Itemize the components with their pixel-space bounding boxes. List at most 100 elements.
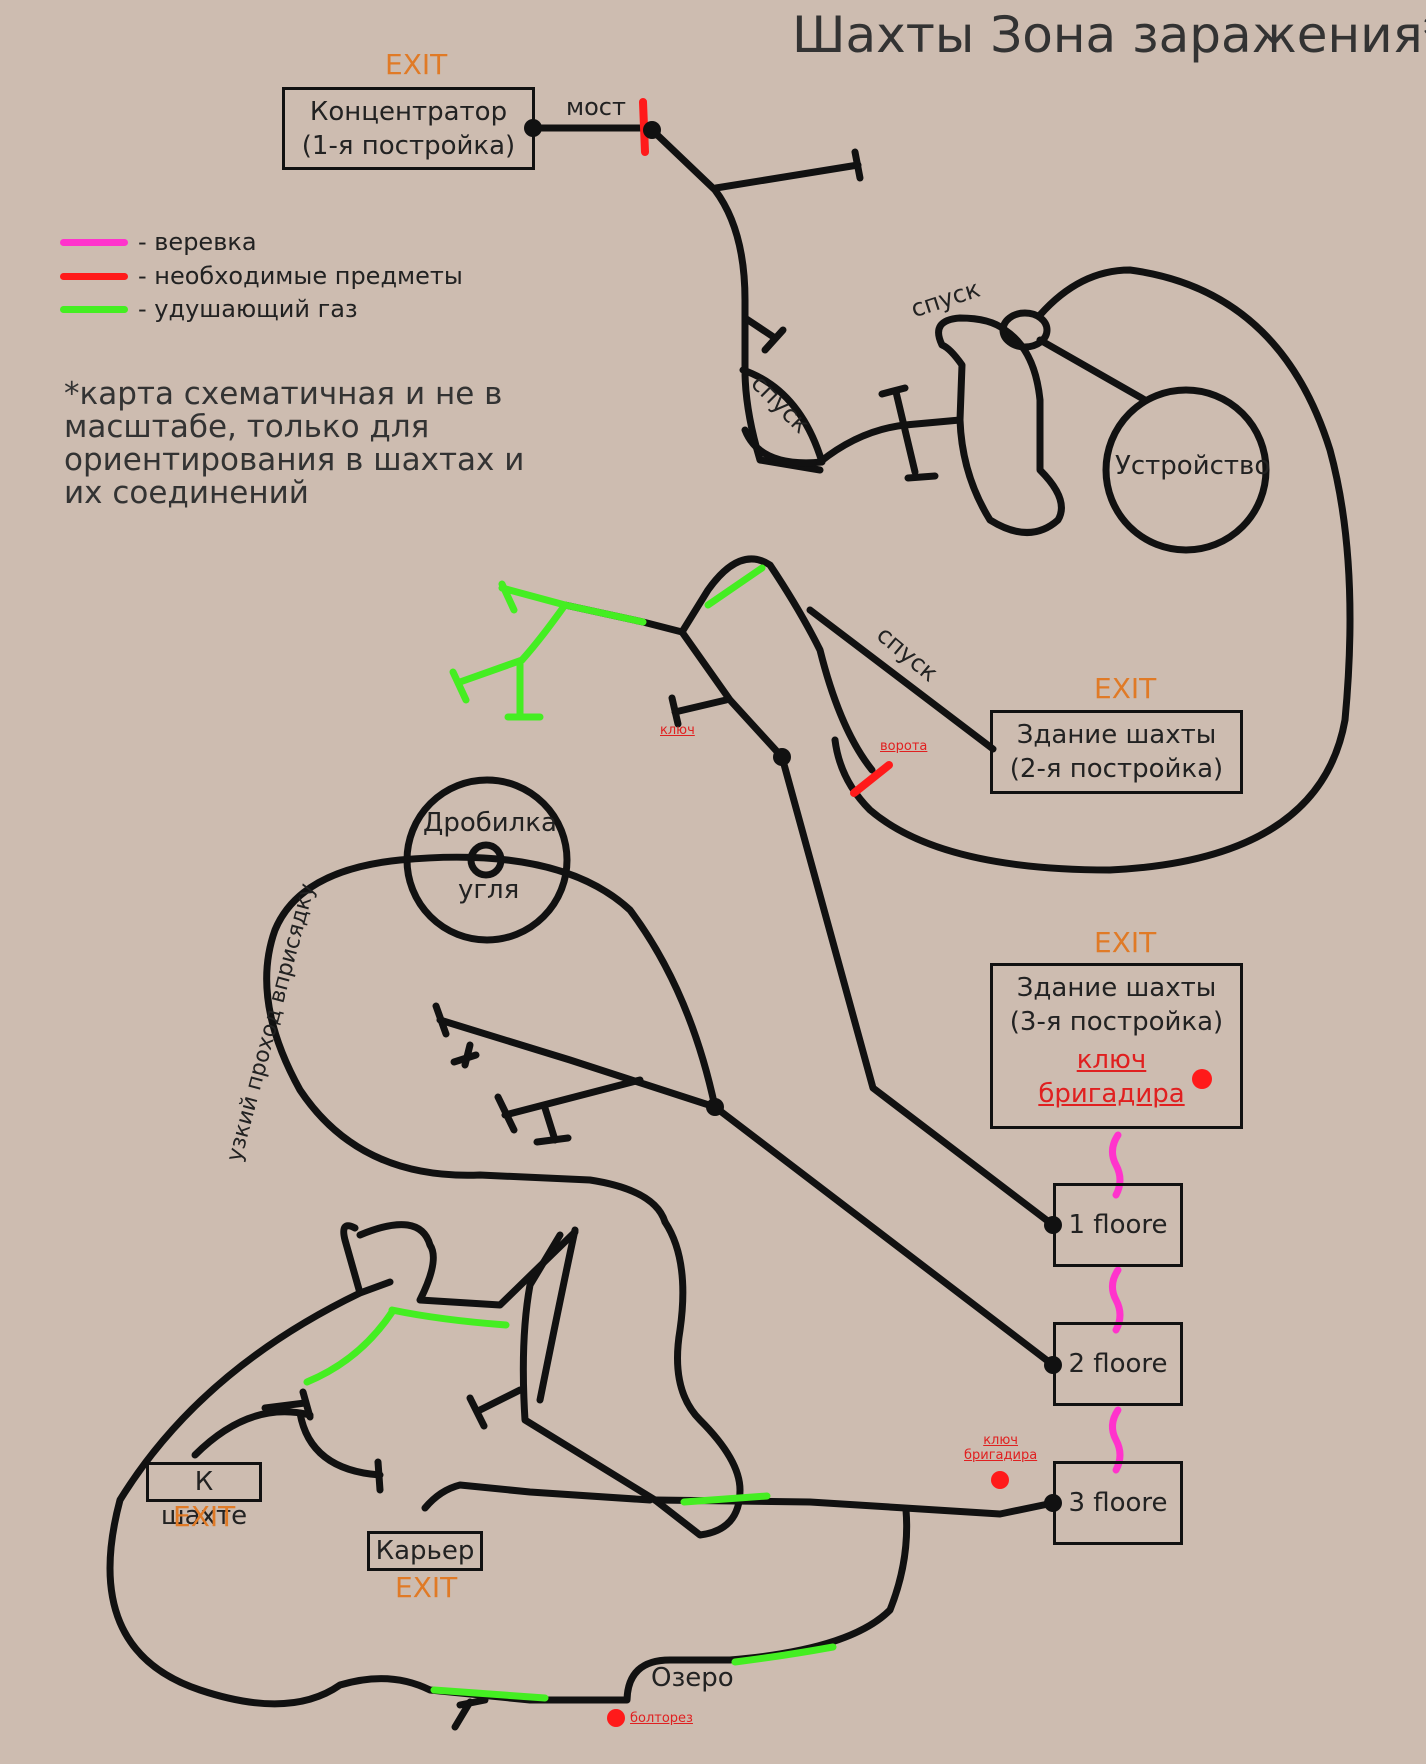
item-key: ключ — [660, 723, 695, 738]
building-3-name: Здание шахты — [1016, 973, 1217, 1003]
bolt-cutter-dot — [607, 1709, 625, 1727]
tunnel-coal-cap-2 — [494, 1093, 518, 1134]
foreman-key-small-1: ключ — [983, 1433, 1018, 1448]
tunnel-device-loop — [935, 314, 1065, 536]
location-floor-1[interactable]: 1 floore — [1053, 1183, 1183, 1267]
exit-label-to-mine: EXIT — [173, 1500, 236, 1533]
tunnel-coal-branch-2 — [501, 1076, 644, 1119]
building-2-sub: (2-я постройка) — [1009, 754, 1224, 784]
tunnel-deadend-2 — [741, 314, 779, 342]
legend-rope-label: - веревка — [138, 228, 257, 256]
tunnel-key-deadend — [671, 696, 730, 716]
tunnel-bottom-deadend-2 — [451, 1698, 474, 1731]
tunnel-to-floor2 — [711, 1103, 1057, 1369]
gate-blocker — [850, 761, 893, 797]
legend-rope: - веревка — [60, 228, 257, 256]
gas-segment — [731, 1643, 837, 1666]
tunnel-coal-sub-2c — [533, 1134, 572, 1146]
gas-segment — [430, 1686, 549, 1702]
tunnel-k-shakhte — [191, 1408, 314, 1459]
tunnel-lower-mid — [536, 1226, 579, 1404]
tunnel-coal-sub-2 — [541, 1104, 559, 1144]
device-junction — [999, 309, 1051, 351]
building-2-name: Здание шахты — [1016, 720, 1217, 750]
foreman-key-dot-small — [991, 1471, 1009, 1489]
tunnel-big-loop — [831, 266, 1354, 874]
note-line-2: масштабе, только для — [64, 409, 430, 445]
item-bolt-cutter: болторез — [630, 1711, 693, 1726]
location-concentrator[interactable]: Концентратор (1-я постройка) — [282, 87, 535, 170]
tunnel-to-device-circle — [1036, 336, 1149, 404]
tunnel-to-device — [816, 416, 964, 466]
tunnel-lower-deadend-cap — [466, 1394, 488, 1430]
tunnel-deadend-cap-1 — [851, 148, 864, 182]
concentrator-name: Концентратор — [309, 97, 508, 127]
tunnel-lower-mid2 — [519, 1231, 659, 1504]
note-line-3: ориентирования в шахтах и — [64, 442, 525, 478]
tunnel-cross-cap-b — [904, 472, 939, 482]
exit-label-quarry: EXIT — [395, 1571, 458, 1604]
device-circle — [1102, 386, 1270, 554]
exit-label-building-2: EXIT — [1094, 672, 1157, 705]
note-line-4: их соединений — [64, 475, 309, 511]
gas-segment — [388, 1306, 510, 1329]
legend-required-label: - необходимые предметы — [138, 262, 463, 290]
tunnel-coal-cap-1 — [432, 1002, 450, 1038]
tunnel-left-deadend-2 — [296, 1409, 384, 1479]
tunnel-deadend-1 — [712, 161, 862, 192]
gas-segment — [704, 564, 766, 609]
item-gate: ворота — [880, 739, 928, 754]
location-mine-building-2[interactable]: Здание шахты (2-я постройка) — [990, 710, 1243, 794]
tunnel-coal-sub-1c — [450, 1051, 480, 1066]
gas-segment — [498, 580, 518, 614]
tunnel-left-deadend-1c — [299, 1388, 314, 1421]
junction-dot — [773, 748, 791, 766]
floor-2-label: 2 floore — [1068, 1349, 1168, 1379]
tunnel-upper-left — [356, 1221, 579, 1309]
gas-segment — [680, 1492, 771, 1506]
map-note: *карта схематичная и не в масштабе, толь… — [64, 378, 524, 510]
junction-dot — [643, 121, 661, 139]
exit-label-building-3: EXIT — [1094, 926, 1157, 959]
crusher-name[interactable]: Дробилка — [423, 808, 557, 838]
foreman-key-label-1: ключ — [1076, 1045, 1147, 1075]
location-floor-2[interactable]: 2 floore — [1053, 1322, 1183, 1406]
location-to-mine[interactable]: К шахте — [146, 1462, 262, 1531]
legend-required: - необходимые предметы — [60, 262, 463, 290]
rope-3-1 — [1109, 1131, 1124, 1199]
tunnel-middle-main — [678, 555, 876, 774]
map-title: Шахты Зона заражения* — [792, 6, 1426, 64]
location-floor-3[interactable]: 3 floore — [1053, 1461, 1183, 1545]
floor-1-label: 1 floore — [1068, 1210, 1168, 1240]
building-3-sub: (3-я постройка) — [1009, 1007, 1224, 1037]
tunnel-cross-1 — [892, 388, 919, 476]
tunnel-deadend-cap-2 — [761, 326, 787, 354]
tunnel-crusher-loop — [263, 853, 719, 1226]
gas-segment — [449, 668, 470, 704]
location-lake[interactable]: Озеро — [651, 1663, 734, 1693]
quarry-label: Карьер — [375, 1536, 475, 1566]
junction-dot — [706, 1098, 724, 1116]
tunnel-key-cap — [668, 694, 682, 728]
tunnel-descent-2 — [806, 606, 997, 753]
tunnel-lower-outer — [651, 1218, 744, 1539]
foreman-key-small-2: бригадира — [964, 1448, 1038, 1463]
gas-segment — [456, 601, 569, 686]
location-device[interactable]: Устройство — [1115, 451, 1271, 481]
floor-3-label: 3 floore — [1068, 1488, 1168, 1518]
tunnel-coal-branches — [436, 1016, 719, 1111]
note-line-1: *карта схематичная и не в — [64, 376, 503, 412]
foreman-key-label-2: бригадира — [1038, 1079, 1185, 1109]
location-quarry[interactable]: Карьер — [367, 1531, 483, 1571]
path-label-bridge: мост — [566, 93, 626, 121]
tunnel-left-deadend-1 — [261, 1399, 309, 1412]
legend-gas: - удушающий газ — [60, 295, 358, 323]
concentrator-sub: (1-я постройка) — [301, 131, 516, 161]
exit-label-concentrator: EXIT — [385, 48, 448, 81]
crusher-sub: угля — [458, 875, 520, 905]
location-mine-building-3[interactable]: Здание шахты (3-я постройка) ключ бригад… — [990, 963, 1243, 1129]
item-foreman-key-small: ключ бригадира — [964, 1433, 1037, 1463]
gas-segment — [303, 1308, 396, 1386]
tunnel-upper-descent — [646, 124, 824, 474]
